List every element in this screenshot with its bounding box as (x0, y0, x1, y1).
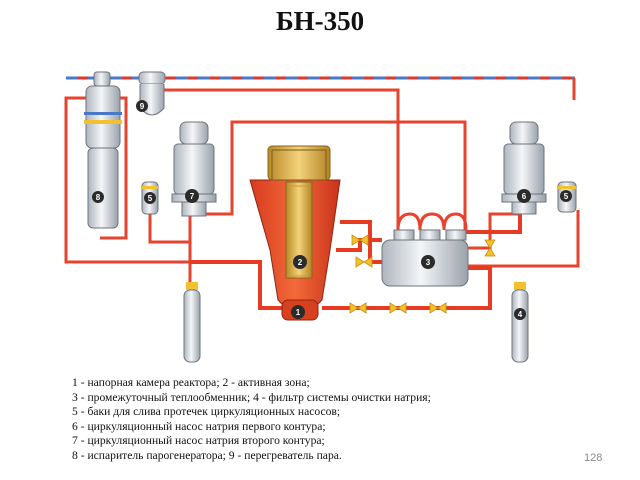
legend: 1 - напорная камера реактора; 2 - активн… (72, 376, 572, 464)
slide-title: БН-350 (275, 6, 365, 36)
primary-pump-6: 6 (501, 121, 547, 215)
marker-5-left: 5 (148, 194, 153, 203)
filter-4-right: 4 (511, 282, 529, 363)
reactor: 2 1 (249, 145, 341, 321)
marker-2: 2 (298, 258, 303, 267)
page-number: 128 (584, 452, 603, 464)
marker-7: 7 (190, 192, 195, 201)
superheater-9: 9 (136, 71, 166, 116)
marker-5-right: 5 (564, 192, 569, 201)
leak-tank-5-right: 5 (557, 181, 577, 213)
primary-loop-piping (190, 214, 522, 310)
legend-line-6: 8 - испаритель парогенератора; 9 - перег… (72, 448, 342, 462)
legend-line-5: 7 - циркуляционный насос натрия второго … (72, 434, 325, 448)
filter-4-left (183, 282, 201, 363)
flow-valves (349, 234, 496, 314)
secondary-pump-7: 7 (171, 121, 217, 217)
marker-3: 3 (426, 258, 431, 267)
marker-6: 6 (522, 192, 527, 201)
evaporator-8: 8 (84, 71, 122, 229)
legend-line-3: 5 - баки для слива протечек циркуляционн… (72, 405, 341, 419)
marker-9: 9 (140, 102, 145, 111)
intermediate-heat-exchanger-3: 3 (381, 212, 469, 287)
marker-4: 4 (518, 310, 523, 319)
marker-1: 1 (296, 308, 301, 317)
legend-line-4: 6 - циркуляционный насос натрия первого … (72, 419, 326, 433)
leak-tank-5-left: 5 (141, 181, 159, 215)
marker-8: 8 (96, 193, 101, 202)
legend-line-2: 3 - промежуточный теплообменник; 4 - фил… (72, 390, 431, 404)
legend-line-1: 1 - напорная камера реактора; 2 - активн… (72, 376, 310, 389)
